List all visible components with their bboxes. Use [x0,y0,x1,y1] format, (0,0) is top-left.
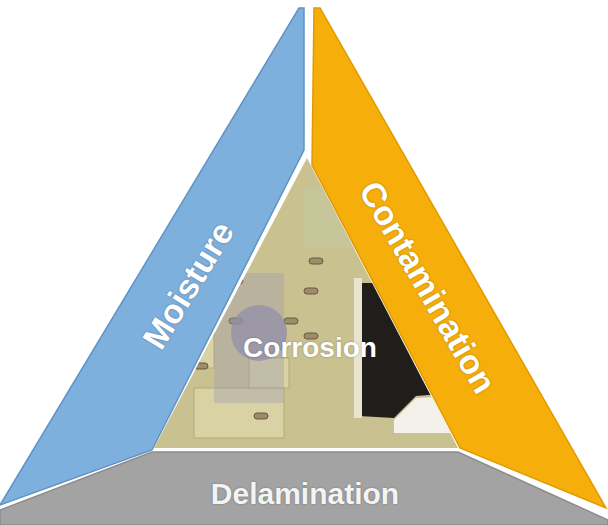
delamination-band-fill [0,452,608,525]
band-label: Delamination [211,479,399,509]
band-label: Corrosion [243,334,377,362]
corrosion-triangle: Corrosion [154,158,458,448]
corrosion-triangle-outline [154,158,458,448]
delamination-band: Delamination [0,452,608,525]
corrosion-photo [154,158,464,448]
